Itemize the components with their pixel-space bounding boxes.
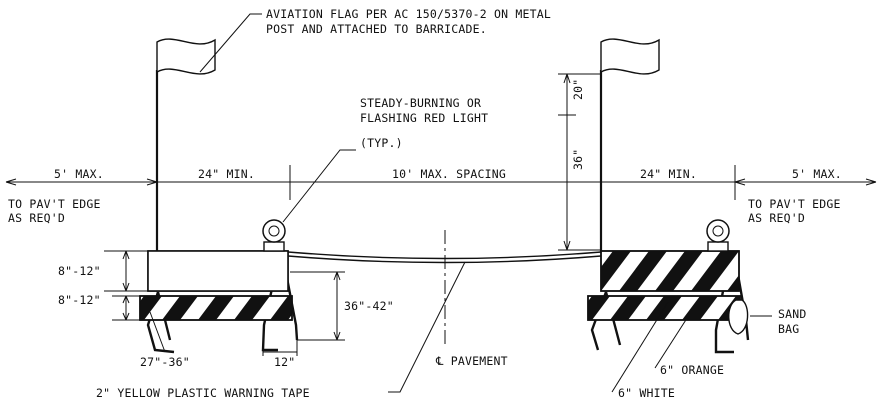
flag-note-line2: POST AND ATTACHED TO BARRICADE. [266,22,487,36]
sand-bag-line2: BAG [778,322,799,336]
vertical-dimension [558,73,600,251]
right-barricade [587,219,750,354]
right-flag-post [599,38,660,253]
sand-bag-icon [728,299,749,335]
leg-12-label: 12" [274,355,295,369]
light-note-line1: STEADY-BURNING OR [360,96,481,110]
left-board-dimensions [104,250,148,321]
dim-20-label: 20" [571,79,585,100]
flag-note-line1: AVIATION FLAG PER AC 150/5370-2 ON METAL [266,7,551,21]
board-upper-label: 8"-12" [58,264,101,278]
left-24min-label: 24" MIN. [198,167,255,181]
right-edge-line1: TO PAV'T EDGE [748,197,841,211]
light-note-leader [282,149,356,223]
flag-note-leader [199,13,262,73]
width-label: 27"-36" [140,355,190,369]
height-dimension [290,271,345,341]
spacing-label: 10' MAX. SPACING [392,167,506,181]
left-edge-line1: TO PAV'T EDGE [8,197,101,211]
left-edge-line2: AS REQ'D [8,211,65,225]
dim-36-label: 36" [571,149,585,170]
white-label: 6" WHITE [618,386,675,400]
tape-note-leader [388,261,466,393]
left-aviation-flag-icon [156,38,216,75]
light-note-line2: FLASHING RED LIGHT [360,111,488,125]
orange-leader [654,297,701,369]
width-leader [149,311,166,353]
right-aviation-flag-icon [600,38,660,75]
horizontal-dimension-line [5,165,877,200]
pavement-label: ℄ PAVEMENT [435,354,508,368]
left-barricade [139,219,299,354]
board-lower-label: 8"-12" [58,293,101,307]
left-lower-stripes [140,296,292,320]
left-flag-post [155,38,216,253]
right-warning-light-icon [706,219,730,243]
right-5max-label: 5' MAX. [792,167,842,181]
tape-label: 2" YELLOW PLASTIC WARNING TAPE [96,386,310,400]
white-leader [611,301,669,393]
orange-label: 6" ORANGE [660,363,724,377]
right-edge-line2: AS REQ'D [748,211,805,225]
leg-dimension [262,340,298,356]
sand-bag-line1: SAND [778,307,807,321]
height-label: 36"-42" [344,299,394,313]
light-note-line3: (TYP.) [360,136,403,150]
right-24min-label: 24" MIN. [640,167,697,181]
right-upper-stripes [601,251,739,291]
left-warning-light-icon [262,219,286,243]
left-5max-label: 5' MAX. [54,167,104,181]
